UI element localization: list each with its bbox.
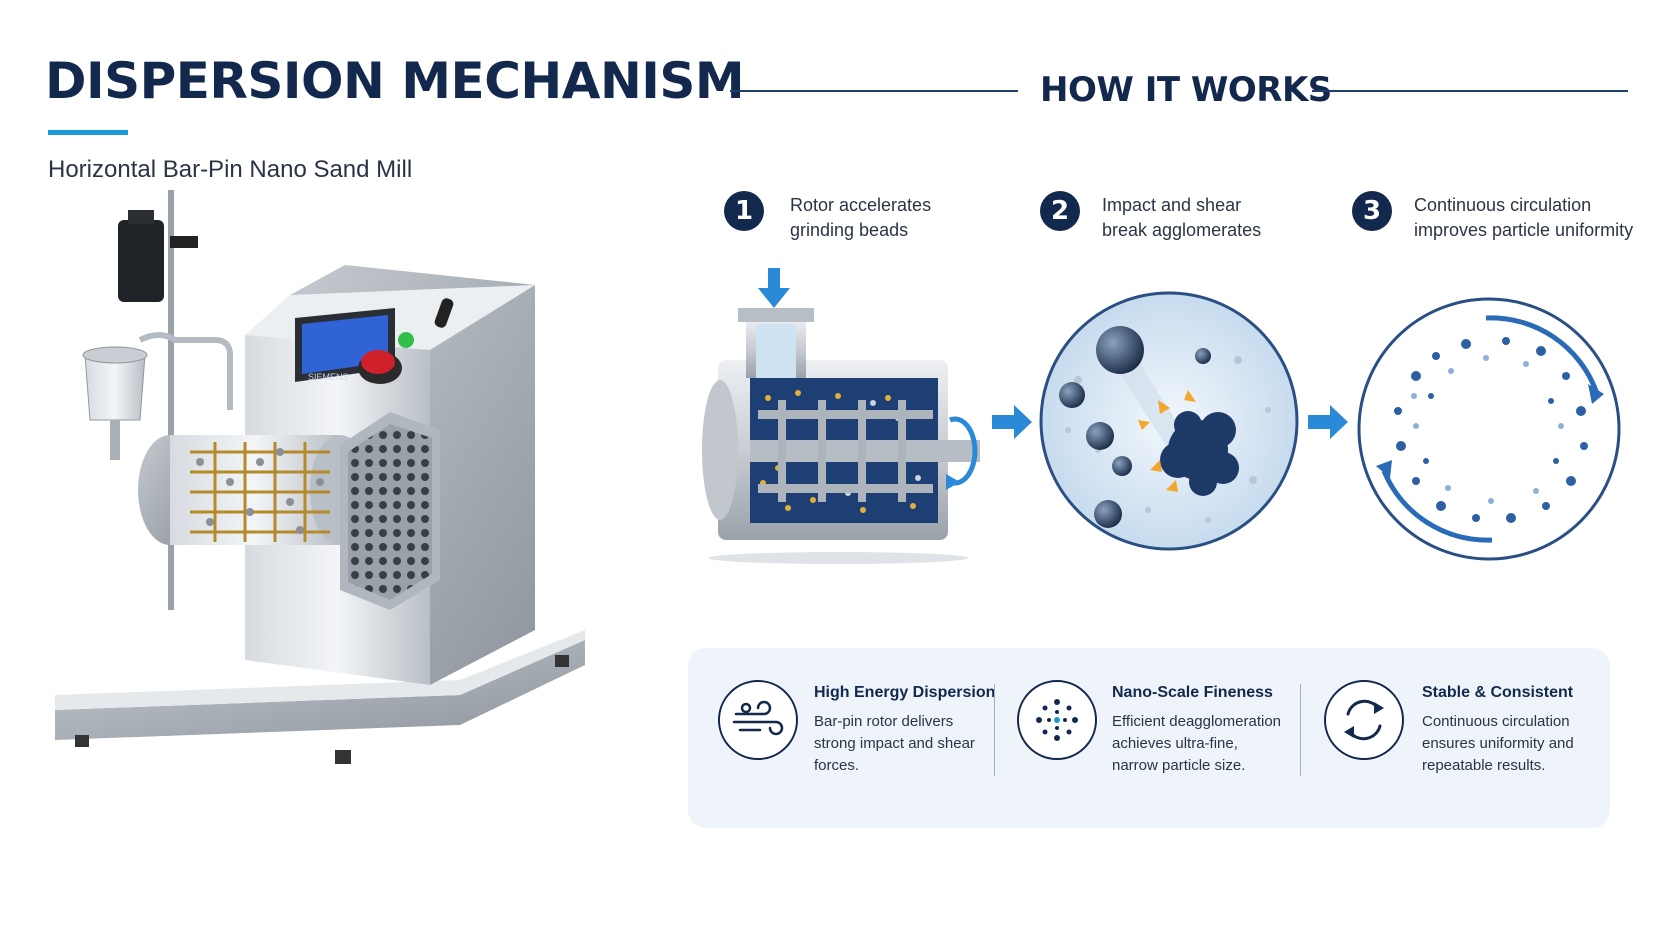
feature-2-title: Nano-Scale Fineness [1112, 684, 1273, 701]
feature-3-line-1: Continuous circulation [1422, 713, 1570, 730]
feature-3-line-3: repeatable results. [1422, 757, 1546, 774]
step-2-number: 2 [1040, 191, 1080, 231]
feature-3-title: Stable & Consistent [1422, 684, 1574, 701]
section-rule-right [1312, 90, 1628, 92]
page-subtitle: Horizontal Bar-Pin Nano Sand Mill [48, 156, 413, 183]
circulation-arrow-top-icon [1485, 315, 1599, 392]
feature-2-line-2: achieves ultra-fine, [1112, 735, 1238, 752]
features-panel [688, 648, 1610, 828]
feature-1-description: Bar-pin rotor delivers strong impact and… [814, 711, 975, 777]
title-accent-bar [48, 130, 128, 135]
circulation-uniformity-illustration [1357, 297, 1621, 561]
flow-arrow-icon-1 [992, 405, 1032, 439]
section-rule-left [730, 90, 1018, 92]
step-2-text: Impact and shear break agglomerates [1102, 193, 1261, 243]
feature-1-line-3: forces. [814, 757, 860, 774]
feature-1-title: High Energy Dispersion [814, 684, 996, 701]
emergency-stop-button[interactable] [361, 350, 395, 374]
section-title: HOW IT WORKS [1040, 70, 1332, 110]
feature-1-line-2: strong impact and shear [814, 735, 975, 752]
nano-particles-icon [1017, 680, 1097, 760]
step-1-number: 1 [724, 191, 764, 231]
rotor-chamber-cross-section [702, 268, 980, 564]
start-button[interactable] [398, 332, 414, 348]
impact-shear-illustration [1039, 291, 1299, 551]
step-1-line-1: Rotor accelerates [790, 195, 932, 215]
page-title: DISPERSION MECHANISM [45, 52, 745, 110]
feature-divider-1 [994, 684, 995, 776]
step-3-line-2: improves particle uniformity [1414, 220, 1634, 240]
sand-mill-machine-illustration: SIEMENS [55, 190, 585, 764]
circular-arrows-icon [1324, 680, 1404, 760]
step-1-line-2: grinding beads [790, 220, 909, 240]
step-2-line-2: break agglomerates [1102, 220, 1262, 240]
feature-2-line-1: Efficient deagglomeration [1112, 713, 1281, 730]
step-3-line-1: Continuous circulation [1414, 195, 1592, 215]
feed-arrow-icon [758, 268, 790, 308]
feature-2-line-3: narrow particle size. [1112, 757, 1246, 774]
feature-divider-2 [1300, 684, 1301, 776]
circulation-arrow-bottom-icon [1381, 470, 1493, 543]
step-3-number: 3 [1352, 191, 1392, 231]
rotation-arrow-icon [949, 416, 978, 486]
step-1-text: Rotor accelerates grinding beads [790, 193, 931, 243]
step-2-line-1: Impact and shear [1102, 195, 1242, 215]
feature-1-line-1: Bar-pin rotor delivers [814, 713, 954, 730]
step-3-text: Continuous circulation improves particle… [1414, 193, 1633, 243]
feature-3-line-2: ensures uniformity and [1422, 735, 1574, 752]
flow-arrow-icon-2 [1308, 405, 1348, 439]
feature-3-description: Continuous circulation ensures uniformit… [1422, 711, 1574, 777]
wind-energy-icon [718, 680, 798, 760]
feature-2-description: Efficient deagglomeration achieves ultra… [1112, 711, 1281, 777]
display-brand-label: SIEMENS [308, 372, 349, 382]
